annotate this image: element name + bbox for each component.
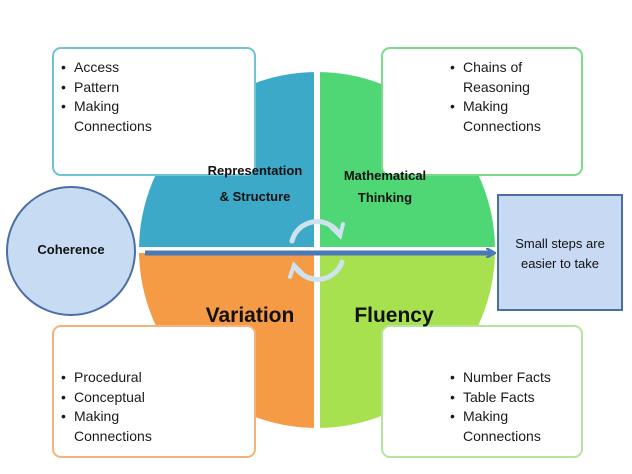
list-item: Pattern xyxy=(61,78,254,98)
representation-label: Representation& Structure xyxy=(207,163,303,204)
list-item: Access xyxy=(61,58,254,78)
small-steps-box xyxy=(497,194,623,311)
list-item: Number Facts xyxy=(450,368,581,388)
bottom-right-box: Number Facts Table Facts MakingConnectio… xyxy=(381,325,583,458)
list-item: Conceptual xyxy=(61,388,254,408)
list-item: Procedural xyxy=(61,368,254,388)
coherence-circle xyxy=(6,186,136,316)
variation-label: Variation xyxy=(205,304,295,327)
cycle-arrows-icon xyxy=(288,219,345,282)
fluency-label: Fluency xyxy=(354,304,434,327)
list-item: Table Facts xyxy=(450,388,581,408)
coherence-label: Coherence xyxy=(37,242,105,257)
